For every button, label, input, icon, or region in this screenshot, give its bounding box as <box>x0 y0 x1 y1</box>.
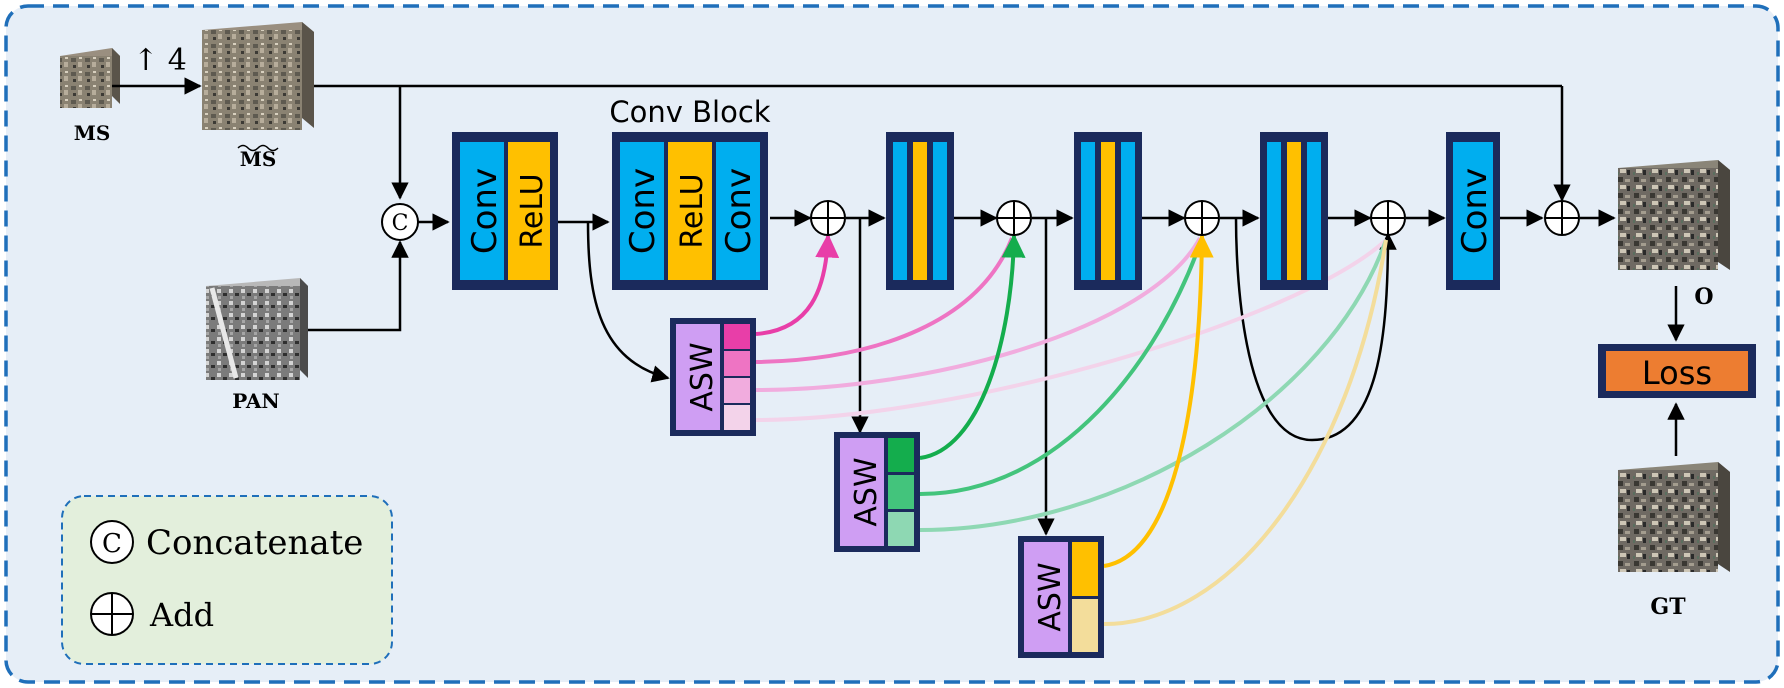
conv-block-small-2 <box>1074 132 1142 290</box>
legend: C Concatenate Add <box>61 495 393 665</box>
conv-block-conv2-label: Conv <box>719 168 759 254</box>
add-node-5 <box>1544 200 1580 236</box>
final-conv-label: Conv <box>1455 168 1495 254</box>
asw2-to-add3-line <box>919 237 1204 496</box>
conv-block: Conv ReLU Conv <box>612 132 768 290</box>
asw-connections <box>755 233 1388 626</box>
ms-label: MS <box>74 121 111 145</box>
asw3-to-add4-line <box>1103 239 1388 626</box>
main-flow-lines <box>112 77 1685 536</box>
add-node-1 <box>810 200 846 236</box>
conv-relu-block: Conv ReLU <box>452 132 558 290</box>
legend-concat-label: Concatenate <box>146 523 363 563</box>
asw2-to-add2-line <box>919 233 1026 460</box>
add-node-4 <box>1370 200 1406 236</box>
legend-add-icon <box>90 592 134 636</box>
asw3-label: ASW <box>1033 562 1068 631</box>
ms-image <box>60 48 120 108</box>
asw1-to-add4-line <box>755 238 1388 422</box>
asw1-to-add2-line <box>755 237 1014 364</box>
loss-label: Loss <box>1642 354 1712 392</box>
conv-label: Conv <box>465 168 505 254</box>
ms-tilde-label: MS <box>240 147 277 171</box>
tilde-mark <box>237 144 279 152</box>
loop-to-add4-arrow <box>1234 217 1397 442</box>
pan-to-concat-arrow <box>308 240 409 332</box>
conv-block-title: Conv Block <box>609 95 770 129</box>
conv-block-small-3 <box>1260 132 1328 290</box>
pan-image <box>206 278 308 380</box>
asw-module-2: ASW <box>834 432 920 552</box>
concat-node-symbol: C <box>392 211 409 236</box>
conv-block-conv1-label: Conv <box>623 168 663 254</box>
add-nodes <box>810 200 1580 236</box>
final-conv-block: Conv <box>1446 132 1500 290</box>
upsample-label: ↑ 4 <box>133 43 187 78</box>
loss-box: Loss <box>1598 344 1756 398</box>
asw1-label: ASW <box>685 342 720 411</box>
asw2-to-add4-line <box>919 239 1388 532</box>
output-label: O <box>1694 284 1713 310</box>
asw1-to-add1-line <box>755 233 840 336</box>
ms-tilde-image <box>202 22 314 130</box>
add-node-2 <box>996 200 1032 236</box>
gt-label: GT <box>1650 594 1686 620</box>
asw3-to-add3-line <box>1103 233 1214 568</box>
asw-module-3: ASW <box>1018 536 1104 658</box>
legend-add-label: Add <box>149 596 214 634</box>
asw2-label: ASW <box>849 457 884 526</box>
asw-module-1: ASW <box>670 318 756 436</box>
asw1-to-add3-line <box>755 237 1202 392</box>
outer-frame <box>4 4 1780 684</box>
to-asw1-arrow <box>586 221 670 383</box>
output-image <box>1618 160 1730 270</box>
conv-block-relu-label: ReLU <box>675 173 710 248</box>
legend-concat-icon: C <box>90 520 134 564</box>
add-node-3 <box>1184 200 1220 236</box>
pan-label: PAN <box>232 389 279 413</box>
conv-block-small-1 <box>886 132 954 290</box>
concat-node: C <box>381 203 419 241</box>
legend-concat-symbol: C <box>102 529 122 559</box>
gt-image <box>1618 462 1730 572</box>
relu-label: ReLU <box>515 173 550 248</box>
